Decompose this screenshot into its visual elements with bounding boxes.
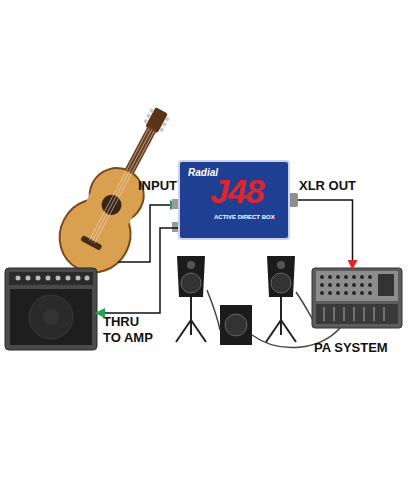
thru-cable <box>97 228 178 313</box>
speaker-cable <box>296 292 314 322</box>
pa-box: PA SYSTEM <box>312 268 402 328</box>
xlr-cable <box>298 200 353 268</box>
guitar-cable <box>118 205 176 262</box>
di-box: RadialJ48ACTIVE DIRECT BOX <box>178 160 290 240</box>
port-label: INPUT <box>138 178 177 193</box>
edge-label: XLR OUT <box>299 178 356 193</box>
subwoofer <box>220 305 252 345</box>
node-label: THRU TO AMP <box>103 314 157 346</box>
model-text: J48 <box>210 172 264 211</box>
node-label: PA SYSTEM <box>314 340 388 355</box>
pa-mixer <box>312 268 402 328</box>
acoustic-guitar <box>47 94 193 285</box>
speaker-cable <box>207 290 220 330</box>
product-text: ACTIVE DIRECT BOX <box>214 214 275 220</box>
amp-box: THRU TO AMP <box>5 268 97 350</box>
xlr-jack <box>289 193 298 207</box>
input-arrowhead <box>170 200 178 210</box>
speaker-left <box>176 256 206 342</box>
speaker-right <box>266 256 296 342</box>
guitar-amplifier <box>5 268 97 350</box>
